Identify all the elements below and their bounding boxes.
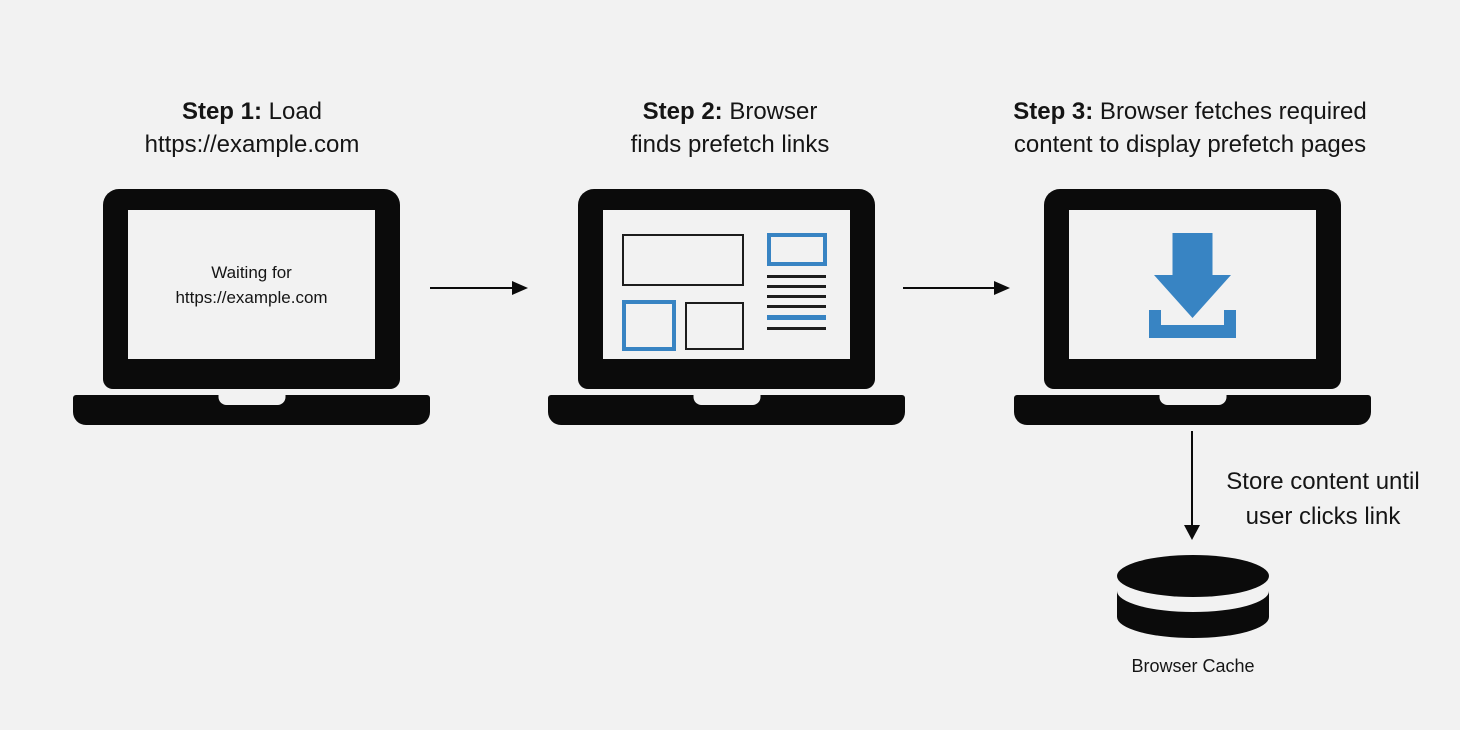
step3-heading-line2: content to display prefetch pages [1013, 131, 1367, 158]
step1-heading-line1: Step 1: Load [181, 98, 323, 125]
laptop-screen [1069, 210, 1316, 359]
arrow-head [1184, 525, 1200, 540]
step2-heading-line2: finds prefetch links [630, 131, 830, 158]
wireframe-line [767, 275, 826, 278]
step3-heading-line1: Step 3: Browser fetches required [1013, 98, 1367, 125]
step3-heading: Step 3: Browser fetches required content… [960, 95, 1420, 161]
laptop-notch [693, 395, 760, 405]
store-note-line2: user clicks link [1245, 503, 1401, 530]
wireframe-box-small [685, 302, 744, 350]
laptop-base [548, 395, 905, 425]
laptop-icon-step2 [548, 189, 905, 425]
arrow-head [994, 281, 1010, 295]
laptop-screen [603, 210, 850, 359]
arrow-head [512, 281, 528, 295]
arrow-right-icon-1 [430, 281, 528, 295]
screen-status-line2: https://example.com [175, 287, 328, 307]
wireframe-box-blue-top [767, 233, 827, 266]
wireframe-line [767, 285, 826, 288]
store-note: Store content until user clicks link [1192, 464, 1454, 534]
wireframe-box-large [622, 234, 744, 286]
arrow-right-icon-2 [903, 281, 1010, 295]
laptop-icon-step3 [1014, 189, 1371, 425]
wireframe-line [767, 305, 826, 308]
cache-label: Browser Cache [1131, 656, 1255, 676]
step1-label: Step 1: [181, 98, 262, 125]
wireframe-text-lines [767, 275, 826, 337]
step2-heading-line1: Step 2: Browser [642, 98, 818, 125]
wireframe-line [767, 327, 826, 330]
arrow-shaft [903, 287, 996, 289]
laptop-base [1014, 395, 1371, 425]
screen-status-text: Waiting for https://example.com [128, 210, 375, 359]
arrow-down-icon [1184, 431, 1200, 540]
laptop-base [73, 395, 430, 425]
laptop-lid: Waiting for https://example.com [103, 189, 400, 389]
step1-heading: Step 1: Load https://example.com [52, 95, 452, 161]
laptop-lid [1044, 189, 1341, 389]
download-icon [1149, 233, 1236, 338]
laptop-icon-step1: Waiting for https://example.com [73, 189, 430, 425]
laptop-screen: Waiting for https://example.com [128, 210, 375, 359]
laptop-notch [1159, 395, 1226, 405]
step3-label: Step 3: [1013, 98, 1094, 125]
wireframe-line-blue [767, 315, 826, 320]
database-cylinder-icon [1117, 555, 1269, 638]
step2-heading: Step 2: Browser finds prefetch links [530, 95, 930, 161]
store-note-line1: Store content until [1226, 468, 1420, 495]
step2-label: Step 2: [642, 98, 723, 125]
wireframe-line [767, 295, 826, 298]
arrow-shaft [430, 287, 514, 289]
screen-status-line1: Waiting for [211, 262, 292, 282]
wireframe-box-blue-bottom [622, 300, 676, 351]
laptop-notch [218, 395, 285, 405]
arrow-shaft [1191, 431, 1193, 527]
step1-heading-line2: https://example.com [144, 131, 360, 158]
laptop-lid [578, 189, 875, 389]
